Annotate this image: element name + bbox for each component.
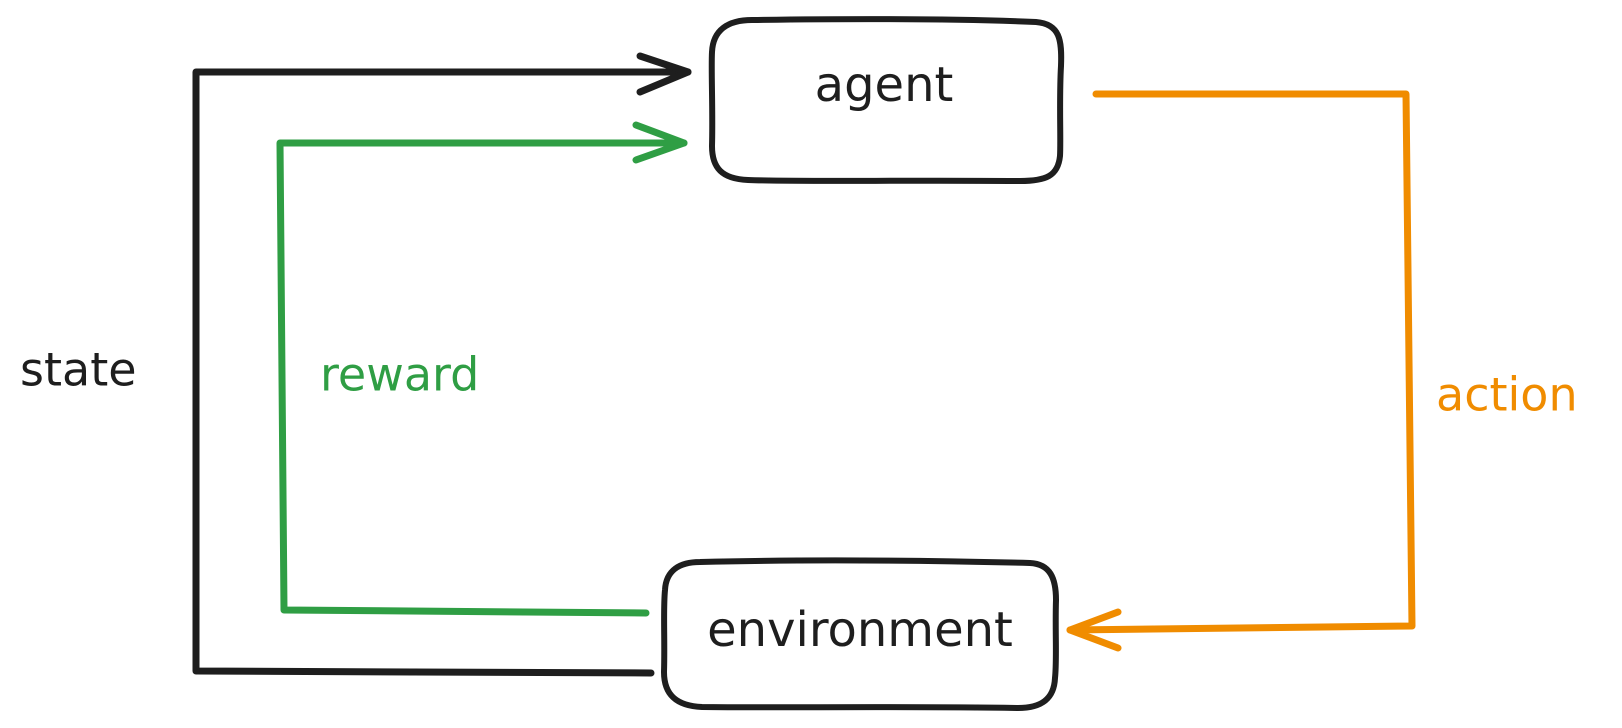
reward-label: reward — [320, 348, 479, 402]
state-label: state — [20, 343, 137, 397]
environment-label: environment — [707, 602, 1013, 658]
action-edge — [1066, 90, 1416, 652]
state-arrowhead — [636, 52, 692, 96]
state-edge — [192, 52, 692, 677]
reward-edge-line — [276, 139, 688, 617]
agent-label: agent — [815, 57, 954, 113]
agent-node-box — [708, 16, 1065, 184]
agent-node[interactable]: agent — [708, 16, 1065, 184]
action-arrowhead — [1066, 608, 1122, 652]
action-edge-line — [1066, 90, 1416, 634]
reward-arrowhead — [632, 121, 688, 164]
action-label: action — [1436, 368, 1578, 422]
environment-node-box — [661, 557, 1059, 711]
environment-node[interactable]: environment — [661, 557, 1059, 711]
reward-edge — [276, 121, 688, 617]
state-edge-line — [192, 68, 692, 677]
